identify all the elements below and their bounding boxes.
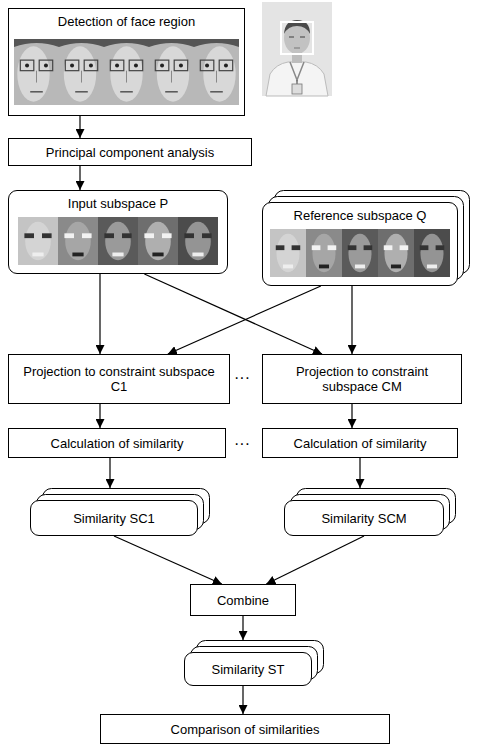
process-box: Calculation of similarity (262, 428, 458, 458)
process-box: Projection to constraint subspace C1 (8, 354, 230, 404)
process-box: Calculation of similarity (8, 428, 226, 458)
arrow-connector (242, 686, 243, 714)
node-text: Input subspace P (63, 196, 173, 211)
arrow-connector (359, 458, 360, 488)
arrow-connector (168, 286, 321, 354)
ellipsis-label: ··· (222, 370, 262, 386)
arrow-connector (351, 286, 352, 354)
node-text: Reference subspace Q (289, 208, 432, 223)
subspace-box: Input subspace P (8, 190, 228, 274)
node-text: Combine (212, 593, 274, 608)
face-image-strip (14, 39, 239, 105)
node-text: Similarity SC1 (68, 511, 160, 526)
arrow-connector (79, 116, 80, 138)
node-text: Comparison of similarities (166, 722, 325, 737)
arrow-connector (144, 274, 322, 354)
process-box: Detection of face region (8, 8, 245, 116)
arrow-connector (79, 166, 80, 190)
similarity-stack: Similarity SC1 (30, 500, 198, 536)
subspace-stack: Reference subspace Q (262, 202, 458, 286)
arrow-connector (114, 536, 222, 584)
arrow-connector (266, 536, 364, 584)
arrow-connector (109, 458, 110, 488)
node-text: Principal component analysis (41, 145, 219, 160)
similarity-stack: Similarity SCM (284, 500, 444, 536)
node-text: Similarity SCM (316, 511, 411, 526)
arrow-connector (351, 404, 352, 428)
node-text: Detection of face region (53, 14, 200, 29)
node-text: Calculation of similarity (289, 436, 432, 451)
arrow-connector (99, 404, 100, 428)
node-text: Calculation of similarity (46, 436, 189, 451)
ellipsis-label: ··· (222, 436, 262, 452)
person-photo (262, 2, 332, 96)
arrow-connector (99, 274, 100, 354)
node-text: Projection to constraint subspace C1 (9, 364, 229, 394)
arrow-connector (242, 616, 243, 640)
face-image-strip (270, 229, 450, 277)
face-image-strip (18, 217, 218, 265)
process-box: Principal component analysis (8, 138, 252, 166)
node-text: Projection to constraint subspace CM (263, 364, 461, 394)
process-box: Projection to constraint subspace CM (262, 354, 462, 404)
similarity-stack: Similarity ST (184, 652, 312, 686)
process-box: Combine (190, 584, 296, 616)
process-box: Comparison of similarities (100, 714, 390, 744)
node-text: Similarity ST (207, 662, 290, 677)
